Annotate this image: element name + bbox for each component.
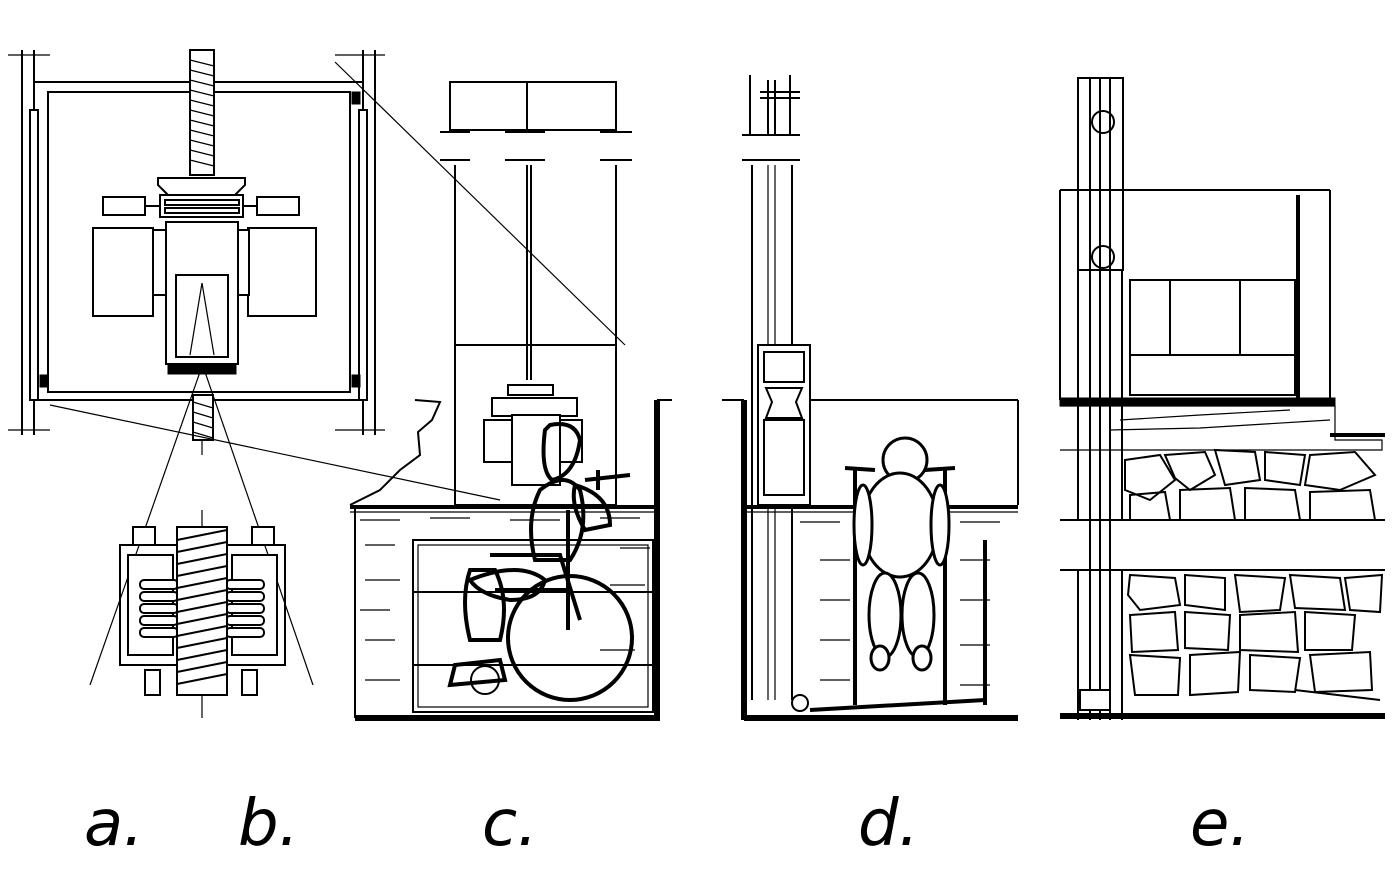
label-c: c. xyxy=(482,787,538,861)
label-e: e. xyxy=(1190,787,1250,861)
masonry-stones-lower xyxy=(1126,573,1384,697)
panel-d-front-view xyxy=(722,75,1019,721)
label-b: b. xyxy=(238,787,299,861)
label-d: d. xyxy=(858,787,919,861)
panel-c-wheelchair-lift xyxy=(349,81,672,721)
label-a: a. xyxy=(84,787,144,861)
wheelchair-user-figure xyxy=(447,422,634,702)
rider-figure-front xyxy=(852,436,951,672)
panel-b-screw-detail xyxy=(119,510,286,718)
masonry-stones-upper xyxy=(1124,448,1377,521)
panel-a-lift-mechanism xyxy=(8,49,626,686)
right-coil-stack xyxy=(225,579,265,638)
panel-e-wall-section xyxy=(1059,77,1385,720)
left-coil-stack xyxy=(139,579,179,638)
